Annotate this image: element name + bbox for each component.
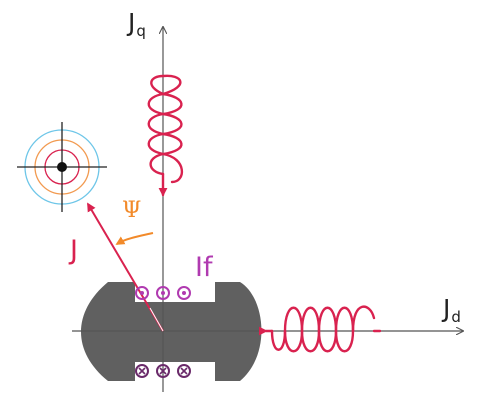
psi-angle-label: Ψ [122,198,142,223]
q-axis-label-sub: q [136,22,146,40]
conductor-dot-icon [177,286,191,300]
d-axis-label: Jd [443,296,461,325]
d-axis-label-main: J [443,294,451,323]
q-axis-coil [147,74,183,197]
conductor-cross-icon [156,364,170,378]
conductor-dot-icon [135,286,149,300]
conductor-cross-icon [177,364,191,378]
vector-highlight [149,307,164,332]
crosshair-target-icon [17,122,107,212]
conductor-dot-icon [156,286,170,300]
current-vector-label: J [70,235,78,266]
psi-angle-arrow [115,232,154,245]
field-current-label: If [195,252,213,283]
q-axis-label-main: J [128,8,136,37]
d-axis-coil [258,305,382,353]
q-axis-label: Jq [128,10,146,39]
conductor-cross-icon [135,364,149,378]
d-axis-label-sub: d [451,308,461,326]
